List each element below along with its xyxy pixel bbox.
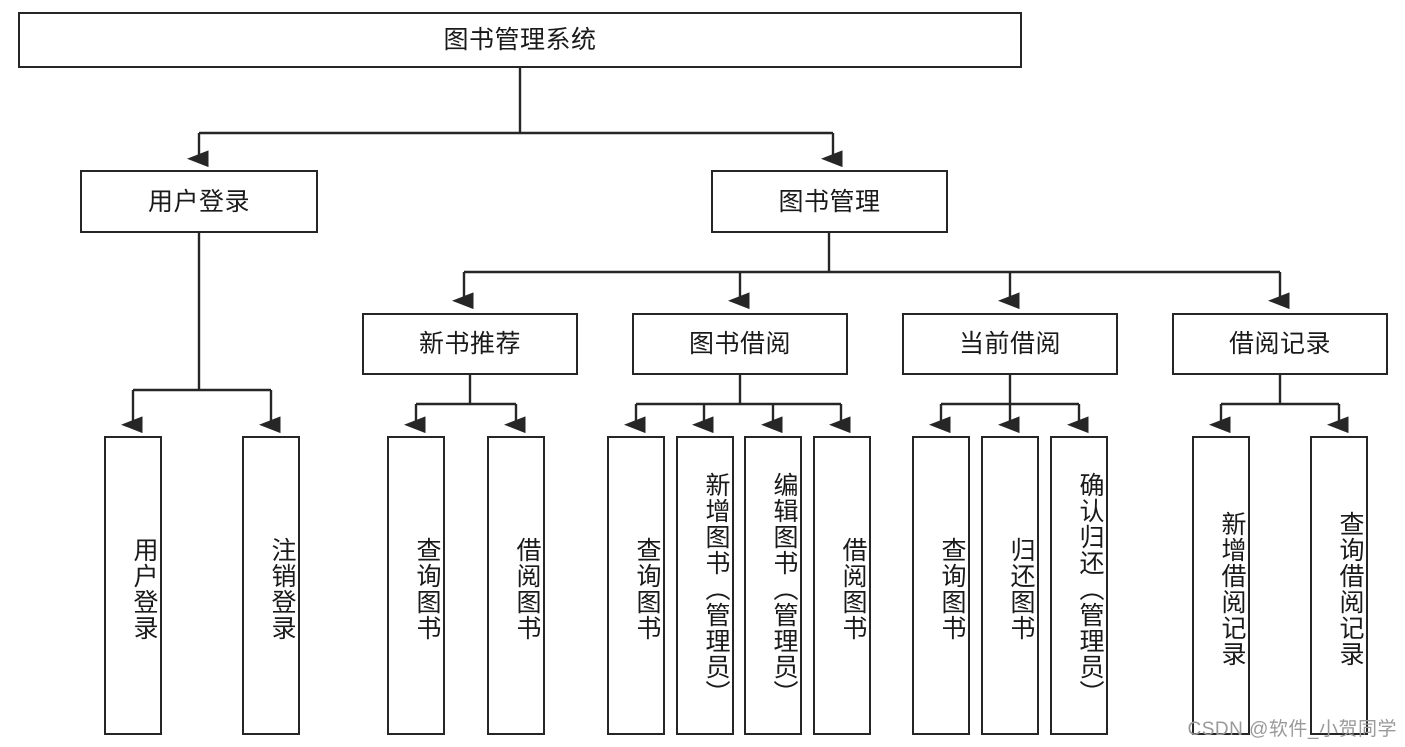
node-user-login[interactable]: 用户登录 xyxy=(80,170,318,233)
leaf-user-login-logout[interactable]: 注销登录 xyxy=(242,436,300,735)
node-root-system[interactable]: 图书管理系统 xyxy=(18,12,1022,68)
leaf-book-borrow-add[interactable]: 新增图书（管理员） xyxy=(676,436,734,735)
leaf-book-borrow-query[interactable]: 查询图书 xyxy=(607,436,665,735)
node-borrow-record[interactable]: 借阅记录 xyxy=(1172,313,1388,375)
leaf-book-borrow-edit[interactable]: 编辑图书（管理员） xyxy=(744,436,802,735)
node-new-book-recommend[interactable]: 新书推荐 xyxy=(362,313,578,375)
leaf-new-book-borrow[interactable]: 借阅图书 xyxy=(487,436,545,735)
leaf-current-borrow-query[interactable]: 查询图书 xyxy=(912,436,970,735)
leaf-borrow-record-add[interactable]: 新增借阅记录 xyxy=(1192,436,1250,735)
node-book-management[interactable]: 图书管理 xyxy=(711,170,948,233)
leaf-user-login-login[interactable]: 用户登录 xyxy=(104,436,162,735)
node-current-borrow[interactable]: 当前借阅 xyxy=(902,313,1118,375)
leaf-borrow-record-query[interactable]: 查询借阅记录 xyxy=(1310,436,1368,735)
leaf-book-borrow-borrow[interactable]: 借阅图书 xyxy=(813,436,871,735)
watermark: CSDN @软件_小贺同学 xyxy=(1187,719,1397,740)
leaf-new-book-query[interactable]: 查询图书 xyxy=(387,436,445,735)
leaf-current-borrow-return[interactable]: 归还图书 xyxy=(981,436,1039,735)
node-book-borrow[interactable]: 图书借阅 xyxy=(632,313,848,375)
leaf-current-borrow-confirm-return[interactable]: 确认归还（管理员） xyxy=(1050,436,1108,735)
